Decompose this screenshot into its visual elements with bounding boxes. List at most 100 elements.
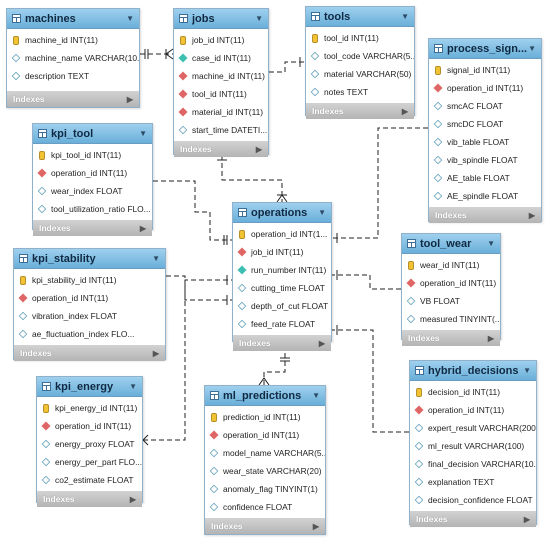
table-header[interactable]: kpi_energy▼ (37, 377, 142, 397)
column-row[interactable]: operation_id INT(11) (410, 401, 536, 419)
column-row[interactable]: ml_result VARCHAR(100) (410, 437, 536, 455)
expand-arrow-icon[interactable]: ▶ (255, 144, 262, 154)
column-row[interactable]: case_id INT(11) (174, 49, 268, 67)
indexes-footer[interactable]: Indexes▶ (7, 91, 139, 107)
chevron-down-icon[interactable]: ▼ (139, 129, 147, 138)
chevron-down-icon[interactable]: ▼ (401, 12, 409, 21)
column-row[interactable]: explanation TEXT (410, 473, 536, 491)
column-row[interactable]: kpi_energy_id INT(11) (37, 399, 142, 417)
expand-arrow-icon[interactable]: ▶ (528, 210, 535, 220)
column-row[interactable]: wear_index FLOAT (33, 182, 152, 200)
column-row[interactable]: decision_id INT(11) (410, 383, 536, 401)
column-row[interactable]: kpi_tool_id INT(11) (33, 146, 152, 164)
table-kpi_energy[interactable]: kpi_energy▼ kpi_energy_id INT(11)operatio… (36, 376, 143, 507)
table-header[interactable]: tool_wear▼ (402, 234, 500, 254)
column-row[interactable]: description TEXT (7, 67, 139, 85)
chevron-down-icon[interactable]: ▼ (312, 391, 320, 400)
table-header[interactable]: hybrid_decisions▼ (410, 361, 536, 381)
column-row[interactable]: operation_id INT(11) (37, 417, 142, 435)
chevron-down-icon[interactable]: ▼ (255, 14, 263, 23)
column-row[interactable]: job_id INT(11) (174, 31, 268, 49)
table-header[interactable]: tools▼ (306, 7, 414, 27)
expand-arrow-icon[interactable]: ▶ (129, 494, 136, 504)
expand-arrow-icon[interactable]: ▶ (312, 521, 319, 531)
indexes-footer[interactable]: Indexes▶ (37, 491, 142, 507)
column-row[interactable]: energy_per_part FLO... (37, 453, 142, 471)
column-row[interactable]: operation_id INT(11) (402, 274, 500, 292)
column-row[interactable]: vibration_index FLOAT (14, 307, 165, 325)
column-row[interactable]: tool_id INT(11) (306, 29, 414, 47)
column-row[interactable]: operation_id INT(11) (14, 289, 165, 307)
column-row[interactable]: final_decision VARCHAR(10... (410, 455, 536, 473)
table-tools[interactable]: tools▼ tool_id INT(11)tool_code VARCHAR(5… (305, 6, 415, 119)
column-row[interactable]: job_id INT(11) (233, 243, 331, 261)
table-header[interactable]: operations▼ (233, 203, 331, 223)
table-kpi_tool[interactable]: kpi_tool▼kpi_tool_id INT(11)operation_id… (32, 123, 153, 236)
column-row[interactable]: operation_id INT(11) (429, 79, 541, 97)
chevron-down-icon[interactable]: ▼ (126, 14, 134, 23)
expand-arrow-icon[interactable]: ▶ (152, 348, 159, 358)
chevron-down-icon[interactable]: ▼ (129, 382, 137, 391)
table-header[interactable]: machines▼ (7, 9, 139, 29)
column-row[interactable]: anomaly_flag TINYINT(1) (205, 480, 325, 498)
column-row[interactable]: kpi_stability_id INT(11) (14, 271, 165, 289)
expand-arrow-icon[interactable]: ▶ (523, 514, 530, 524)
column-row[interactable]: operation_id INT(1... (233, 225, 331, 243)
indexes-footer[interactable]: Indexes▶ (33, 220, 152, 236)
column-row[interactable]: ae_fluctuation_index FLO... (14, 325, 165, 343)
column-row[interactable]: prediction_id INT(11) (205, 408, 325, 426)
table-ml_predictions[interactable]: ml_predictions▼ prediction_id INT(11)oper… (204, 385, 326, 535)
column-row[interactable]: material_id INT(11) (174, 103, 268, 121)
column-row[interactable]: smcAC FLOAT (429, 97, 541, 115)
column-row[interactable]: machine_id INT(11) (7, 31, 139, 49)
column-row[interactable]: machine_id INT(11) (174, 67, 268, 85)
column-row[interactable]: tool_code VARCHAR(5... (306, 47, 414, 65)
expand-arrow-icon[interactable]: ▶ (487, 333, 494, 343)
column-row[interactable]: cutting_time FLOAT (233, 279, 331, 297)
column-row[interactable]: wear_state VARCHAR(20) (205, 462, 325, 480)
table-header[interactable]: kpi_stability▼ (14, 249, 165, 269)
indexes-footer[interactable]: Indexes▶ (233, 335, 331, 351)
column-row[interactable]: operation_id INT(11) (205, 426, 325, 444)
table-operations[interactable]: operations▼ operation_id INT(1...job_id I… (232, 202, 332, 351)
indexes-footer[interactable]: Indexes▶ (14, 345, 165, 361)
column-row[interactable]: notes TEXT (306, 83, 414, 101)
column-row[interactable]: feed_rate FLOAT (233, 315, 331, 333)
column-row[interactable]: signal_id INT(11) (429, 61, 541, 79)
expand-arrow-icon[interactable]: ▶ (139, 223, 146, 233)
column-row[interactable]: smcDC FLOAT (429, 115, 541, 133)
column-row[interactable]: wear_id INT(11) (402, 256, 500, 274)
chevron-down-icon[interactable]: ▼ (523, 366, 531, 375)
expand-arrow-icon[interactable]: ▶ (401, 106, 408, 116)
indexes-footer[interactable]: Indexes▶ (402, 330, 500, 346)
column-row[interactable]: confidence FLOAT (205, 498, 325, 516)
indexes-footer[interactable]: Indexes▶ (174, 141, 268, 157)
indexes-footer[interactable]: Indexes▶ (410, 511, 536, 527)
column-row[interactable]: VB FLOAT (402, 292, 500, 310)
table-kpi_stability[interactable]: kpi_stability▼ kpi_stability_id INT(11)op… (13, 248, 166, 361)
column-row[interactable]: co2_estimate FLOAT (37, 471, 142, 489)
column-row[interactable]: tool_id INT(11) (174, 85, 268, 103)
table-header[interactable]: kpi_tool▼ (33, 124, 152, 144)
indexes-footer[interactable]: Indexes▶ (306, 103, 414, 119)
column-row[interactable]: model_name VARCHAR(5... (205, 444, 325, 462)
expand-arrow-icon[interactable]: ▶ (318, 338, 325, 348)
column-row[interactable]: machine_name VARCHAR(10... (7, 49, 139, 67)
chevron-down-icon[interactable]: ▼ (487, 239, 495, 248)
table-header[interactable]: ml_predictions▼ (205, 386, 325, 406)
column-row[interactable]: start_time DATETI... (174, 121, 268, 139)
indexes-footer[interactable]: Indexes▶ (205, 518, 325, 534)
indexes-footer[interactable]: Indexes▶ (429, 207, 541, 223)
table-hybrid_decisions[interactable]: hybrid_decisions▼ decision_id INT(11)oper… (409, 360, 537, 527)
chevron-down-icon[interactable]: ▼ (318, 208, 326, 217)
table-tool_wear[interactable]: tool_wear▼ wear_id INT(11)operation_id IN… (401, 233, 501, 346)
column-row[interactable]: tool_utilization_ratio FLO... (33, 200, 152, 218)
table-jobs[interactable]: jobs▼job_id INT(11)case_id INT(11)machin… (173, 8, 269, 157)
column-row[interactable]: AE_spindle FLOAT (429, 187, 541, 205)
table-machines[interactable]: machines▼ machine_id INT(11)machine_name … (6, 8, 140, 108)
column-row[interactable]: vib_spindle FLOAT (429, 151, 541, 169)
chevron-down-icon[interactable]: ▼ (152, 254, 160, 263)
expand-arrow-icon[interactable]: ▶ (126, 94, 133, 104)
column-row[interactable]: measured TINYINT(... (402, 310, 500, 328)
column-row[interactable]: energy_proxy FLOAT (37, 435, 142, 453)
